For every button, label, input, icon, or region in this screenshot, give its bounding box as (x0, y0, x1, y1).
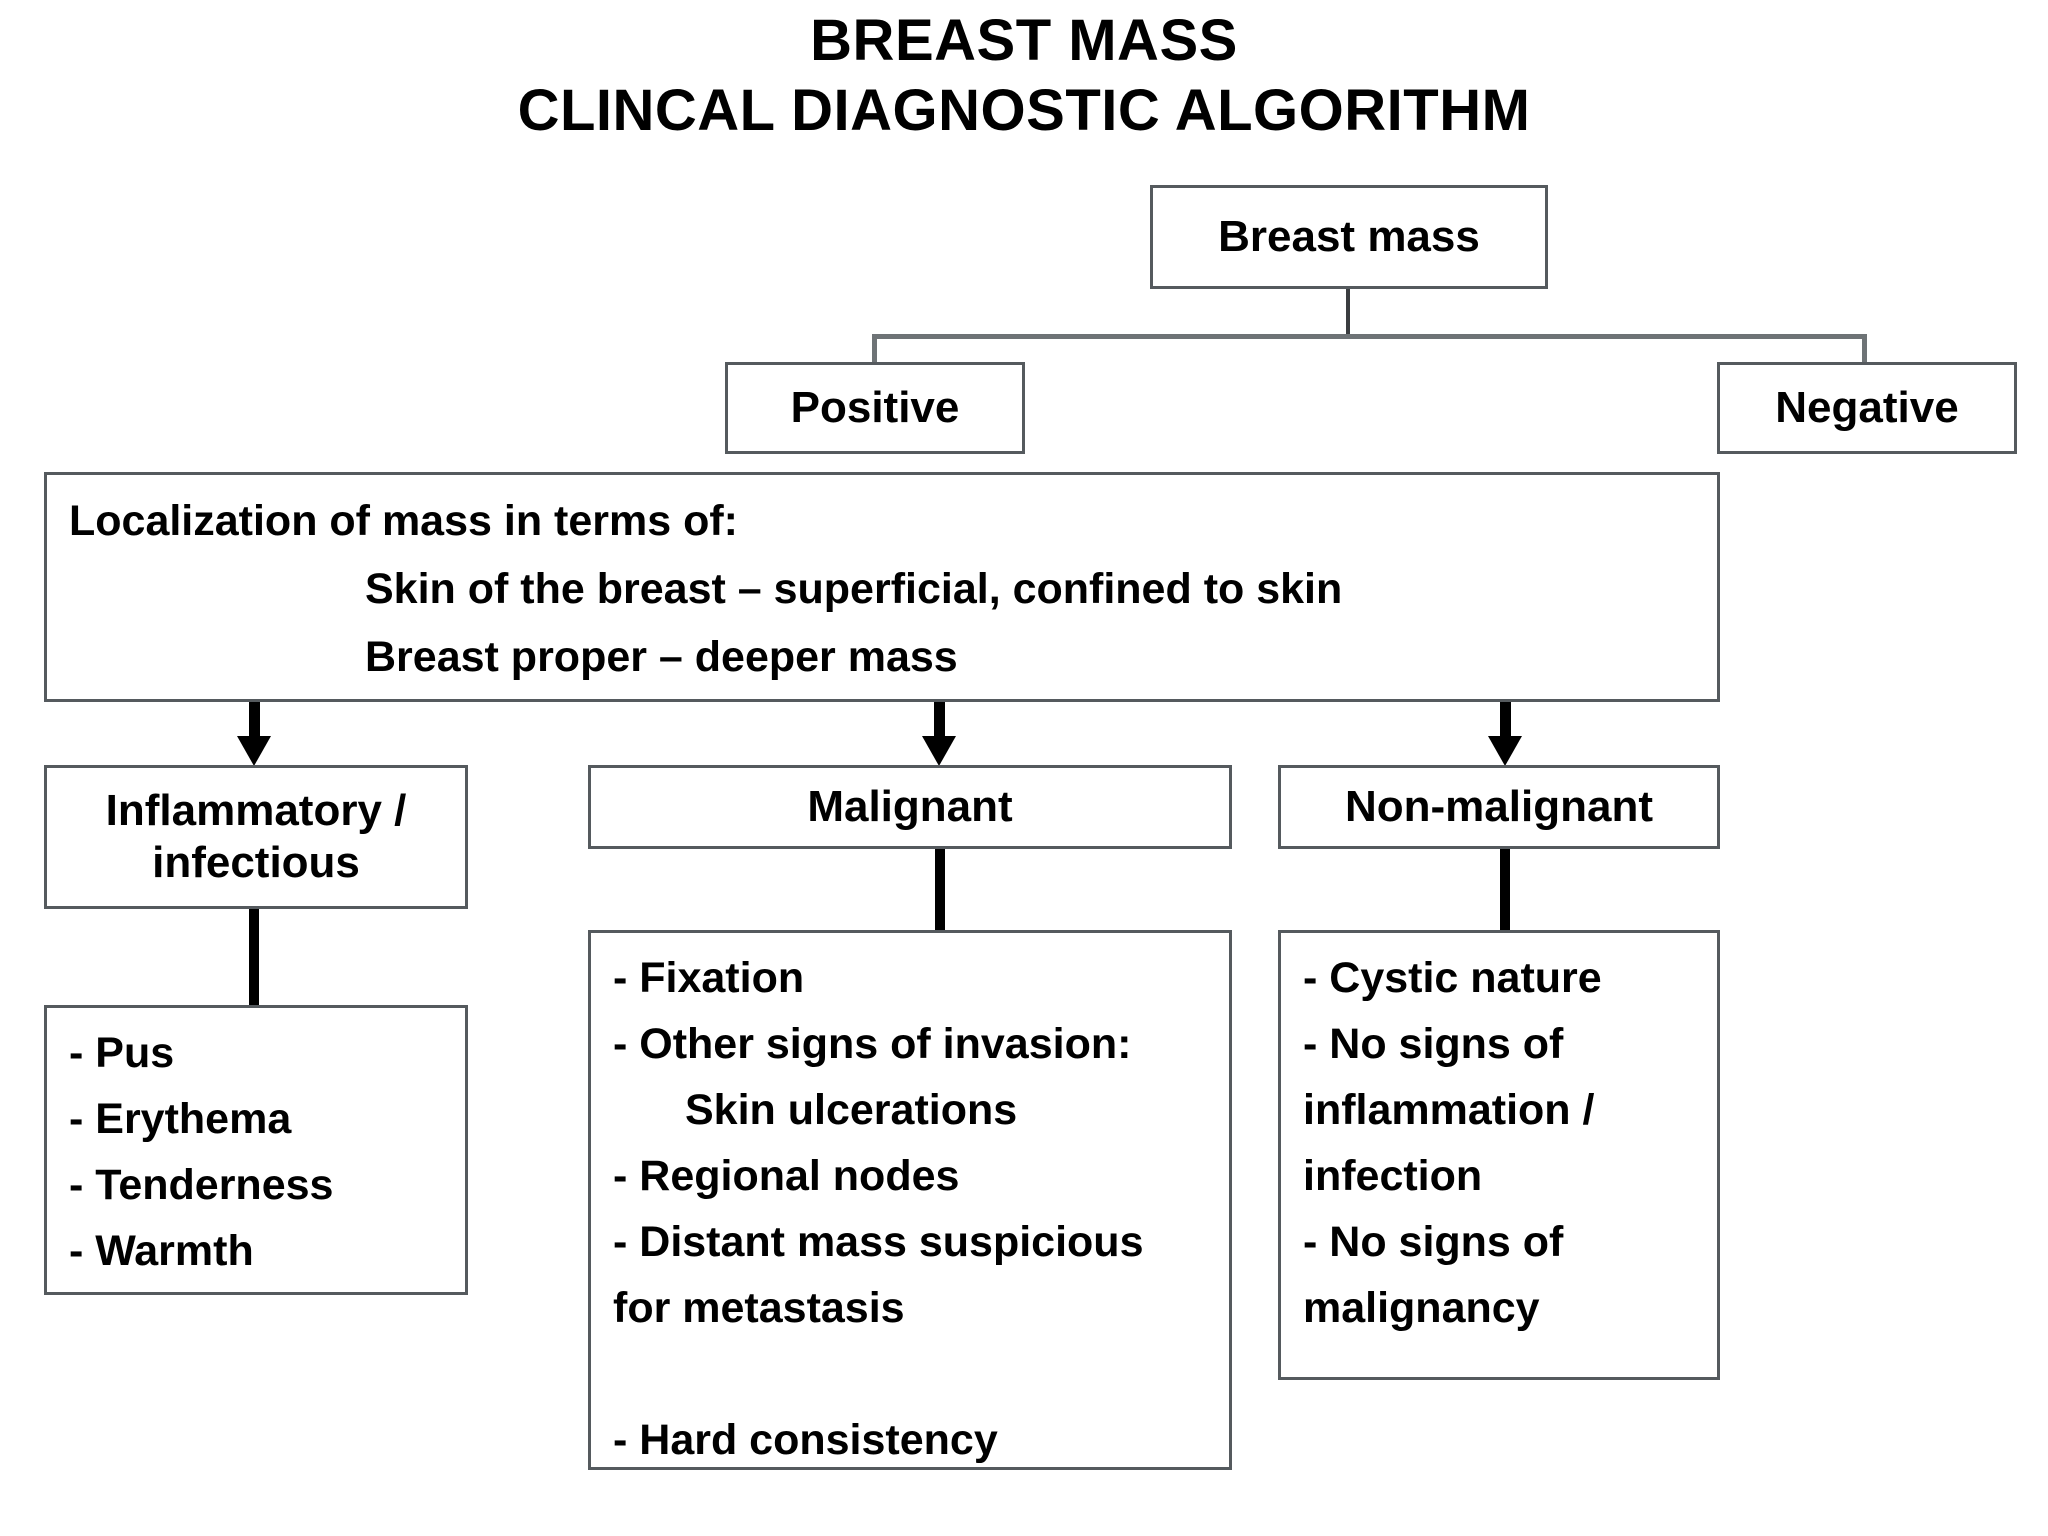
connector-non-malignant-to-signs (1500, 849, 1510, 933)
connector-inflammatory-to-signs (249, 909, 259, 1009)
arrow-shaft-malignant (934, 702, 945, 740)
connector-positive-drop (872, 334, 877, 364)
node-negative-label: Negative (1775, 383, 1959, 432)
connector-root-vertical (1346, 289, 1350, 337)
list-item: - Erythema (69, 1095, 292, 1143)
list-item: - No signs of (1303, 1020, 1564, 1068)
list-item: - Cystic nature (1303, 954, 1602, 1002)
node-positive[interactable]: Positive (725, 362, 1025, 454)
list-item: for metastasis (613, 1284, 905, 1332)
list-non-malignant-signs[interactable]: - Cystic nature - No signs of inflammati… (1278, 930, 1720, 1380)
list-item: - Other signs of invasion: (613, 1020, 1132, 1068)
localization-item-breast-proper: Breast proper – deeper mass (365, 633, 958, 681)
node-negative[interactable]: Negative (1717, 362, 2017, 454)
list-malignant-signs[interactable]: - Fixation - Other signs of invasion: Sk… (588, 930, 1232, 1470)
list-item: - Warmth (69, 1227, 254, 1275)
connector-negative-drop (1862, 334, 1867, 364)
list-item: - Fixation (613, 954, 805, 1002)
node-localization[interactable]: Localization of mass in terms of: Skin o… (44, 472, 1720, 702)
node-inflammatory-label-line2: infectious (152, 838, 360, 887)
list-item: - Distant mass suspicious (613, 1218, 1144, 1266)
list-inflammatory-signs[interactable]: - Pus - Erythema - Tenderness - Warmth (44, 1005, 468, 1295)
list-item: - Pus (69, 1029, 175, 1077)
node-non-malignant-label: Non-malignant (1345, 782, 1653, 831)
connector-horizontal-bus (872, 334, 1867, 339)
node-breast-mass-label: Breast mass (1218, 212, 1480, 261)
title-line-1: BREAST MASS (810, 8, 1238, 73)
list-item: - No signs of (1303, 1218, 1564, 1266)
node-non-malignant[interactable]: Non-malignant (1278, 765, 1720, 849)
node-positive-label: Positive (790, 383, 960, 432)
list-item: infection (1303, 1152, 1483, 1200)
node-breast-mass[interactable]: Breast mass (1150, 185, 1548, 289)
list-non-malignant-signs-inner: - Cystic nature - No signs of inflammati… (1303, 945, 1709, 1341)
localization-item-skin: Skin of the breast – superficial, confin… (365, 565, 1343, 613)
arrow-head-non-malignant (1488, 736, 1522, 766)
list-item: inflammation / (1303, 1086, 1595, 1134)
title-line-2: CLINCAL DIAGNOSTIC ALGORITHM (517, 78, 1531, 143)
arrow-head-malignant (922, 736, 956, 766)
arrow-head-inflammatory (237, 736, 271, 766)
page-title: BREAST MASS CLINCAL DIAGNOSTIC ALGORITHM (0, 6, 2048, 146)
list-item: - Regional nodes (613, 1152, 960, 1200)
list-item: malignancy (1303, 1284, 1540, 1332)
node-inflammatory-infectious[interactable]: Inflammatory / infectious (44, 765, 468, 909)
list-item: Skin ulcerations (685, 1086, 1018, 1134)
list-inflammatory-signs-inner: - Pus - Erythema - Tenderness - Warmth (69, 1020, 457, 1284)
list-item: - Hard consistency (613, 1416, 998, 1464)
list-malignant-signs-inner: - Fixation - Other signs of invasion: Sk… (613, 945, 1221, 1473)
connector-malignant-to-signs (935, 849, 945, 933)
localization-heading: Localization of mass in terms of: (69, 497, 738, 545)
node-malignant-label: Malignant (807, 782, 1013, 831)
node-malignant[interactable]: Malignant (588, 765, 1232, 849)
node-inflammatory-label-line1: Inflammatory / (105, 786, 407, 835)
arrow-shaft-inflammatory (249, 702, 260, 740)
arrow-shaft-non-malignant (1500, 702, 1511, 740)
list-item: - Tenderness (69, 1161, 334, 1209)
